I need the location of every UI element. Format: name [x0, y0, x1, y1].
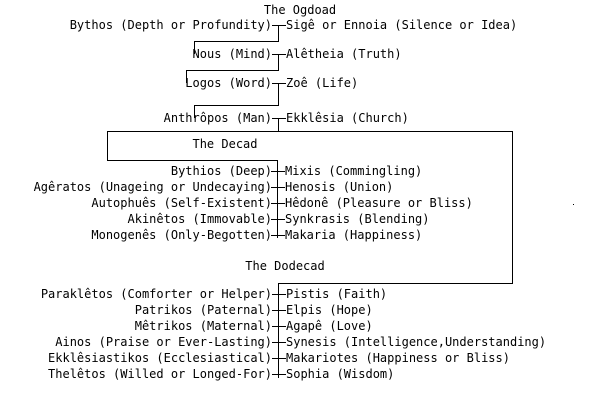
aeon-right-elpis: Elpis (Hope) [286, 303, 373, 317]
connector-dodecad-row1 [272, 294, 286, 295]
connector-ogdoad-drop-2 [278, 54, 279, 70]
connector-ogdoad-drop-3 [278, 83, 279, 105]
connector-ogdoad-bridge-1 [194, 41, 279, 42]
aeon-right-sophia: Sophia (Wisdom) [286, 367, 395, 381]
section-heading-ogdoad: The Ogdoad [263, 3, 337, 17]
aeon-left-theletos: Thelêtos (Willed or Longed-For) [48, 367, 272, 381]
aeon-left-patrikos: Patrikos (Paternal) [134, 303, 272, 317]
aeon-left-ageratos: Agêratos (Unageing or Undecaying) [33, 180, 272, 194]
connector-dodecad-right-foot [278, 283, 513, 284]
aeon-right-hedone: Hêdonê (Pleasure or Bliss) [285, 196, 473, 210]
connector-dodecad-right-riser [512, 131, 513, 284]
aeon-right-henosis: Henosis (Union) [285, 180, 394, 194]
connector-decad-row5 [271, 235, 285, 236]
aeon-left-ekklesiastikos: Ekklêsiastikos (Ecclesiastical) [48, 351, 272, 365]
connector-decad-spine [277, 160, 278, 238]
connector-dodecad-row4 [272, 342, 286, 343]
aeon-right-makaria: Makaria (Happiness) [285, 228, 423, 242]
connector-ogdoad-rise-1 [194, 41, 195, 54]
aeon-left-akinetos: Akinêtos (Immovable) [127, 212, 273, 226]
section-heading-dodecad: The Dodecad [245, 259, 325, 273]
connector-fanout-left-arm [107, 131, 279, 132]
connector-decad-row3 [271, 203, 285, 204]
aeon-left-ainos: Ainos (Praise or Ever-Lasting) [55, 335, 272, 349]
connector-dodecad-row5 [272, 358, 286, 359]
connector-ogdoad-drop-1 [278, 25, 279, 41]
connector-decad-left-foot [107, 160, 278, 161]
connector-fanout-right-arm [278, 131, 513, 132]
connector-dodecad-row3 [272, 326, 286, 327]
connector-ogdoad-bridge-2 [186, 70, 279, 71]
aeon-left-autophues: Autophuês (Self-Existent) [91, 196, 272, 210]
aeon-left-nous: Nous (Mind) [192, 47, 272, 61]
aeon-left-bythos: Bythos (Depth or Profundity) [69, 18, 272, 32]
aeon-right-synesis: Synesis (Intelligence,Understanding) [286, 335, 547, 349]
connector-dodecad-row2 [272, 310, 286, 311]
aeon-left-logos: Logos (Word) [185, 76, 272, 90]
aeon-left-parakletos: Paraklêtos (Comforter or Helper) [40, 287, 272, 301]
aeon-right-makariotes: Makariotes (Happiness or Bliss) [286, 351, 510, 365]
aeon-right-mixis: Mixis (Commingling) [285, 164, 423, 178]
connector-ogdoad-row1 [272, 25, 286, 26]
aeon-right-pistis: Pistis (Faith) [286, 287, 388, 301]
connector-ogdoad-row4 [272, 118, 286, 119]
connector-ogdoad-row2 [272, 54, 286, 55]
stray-speck [573, 204, 574, 205]
aeon-left-bythios: Bythios (Deep) [170, 164, 272, 178]
connector-ogdoad-rise-3 [194, 105, 195, 118]
connector-ogdoad-rise-2 [186, 70, 187, 83]
connector-decad-row2 [271, 187, 285, 188]
connector-ogdoad-row3 [272, 83, 286, 84]
connector-decad-row4 [271, 219, 285, 220]
aeon-right-aletheia: Alêtheia (Truth) [286, 47, 402, 61]
aeon-left-anthropos: Anthrôpos (Man) [163, 111, 272, 125]
connector-ogdoad-bridge-3 [194, 105, 279, 106]
aeon-left-metrikos: Mêtrikos (Maternal) [134, 319, 272, 333]
connector-decad-left-riser [107, 131, 108, 161]
connector-decad-row1 [271, 171, 285, 172]
connector-fanout-drop [278, 118, 279, 131]
aeon-right-zoe: Zoê (Life) [286, 76, 359, 90]
aeon-left-monogenes: Monogenês (Only-Begotten) [91, 228, 272, 242]
aeon-right-agape: Agapê (Love) [286, 319, 373, 333]
aeon-right-synkrasis: Synkrasis (Blending) [285, 212, 430, 226]
section-heading-decad: The Decad [192, 137, 258, 151]
aeon-right-sige: Sigê or Ennoia (Silence or Idea) [286, 18, 518, 32]
connector-dodecad-row6 [272, 374, 286, 375]
connector-dodecad-spine [278, 283, 279, 378]
aeon-right-ekklesia: Ekklêsia (Church) [286, 111, 409, 125]
